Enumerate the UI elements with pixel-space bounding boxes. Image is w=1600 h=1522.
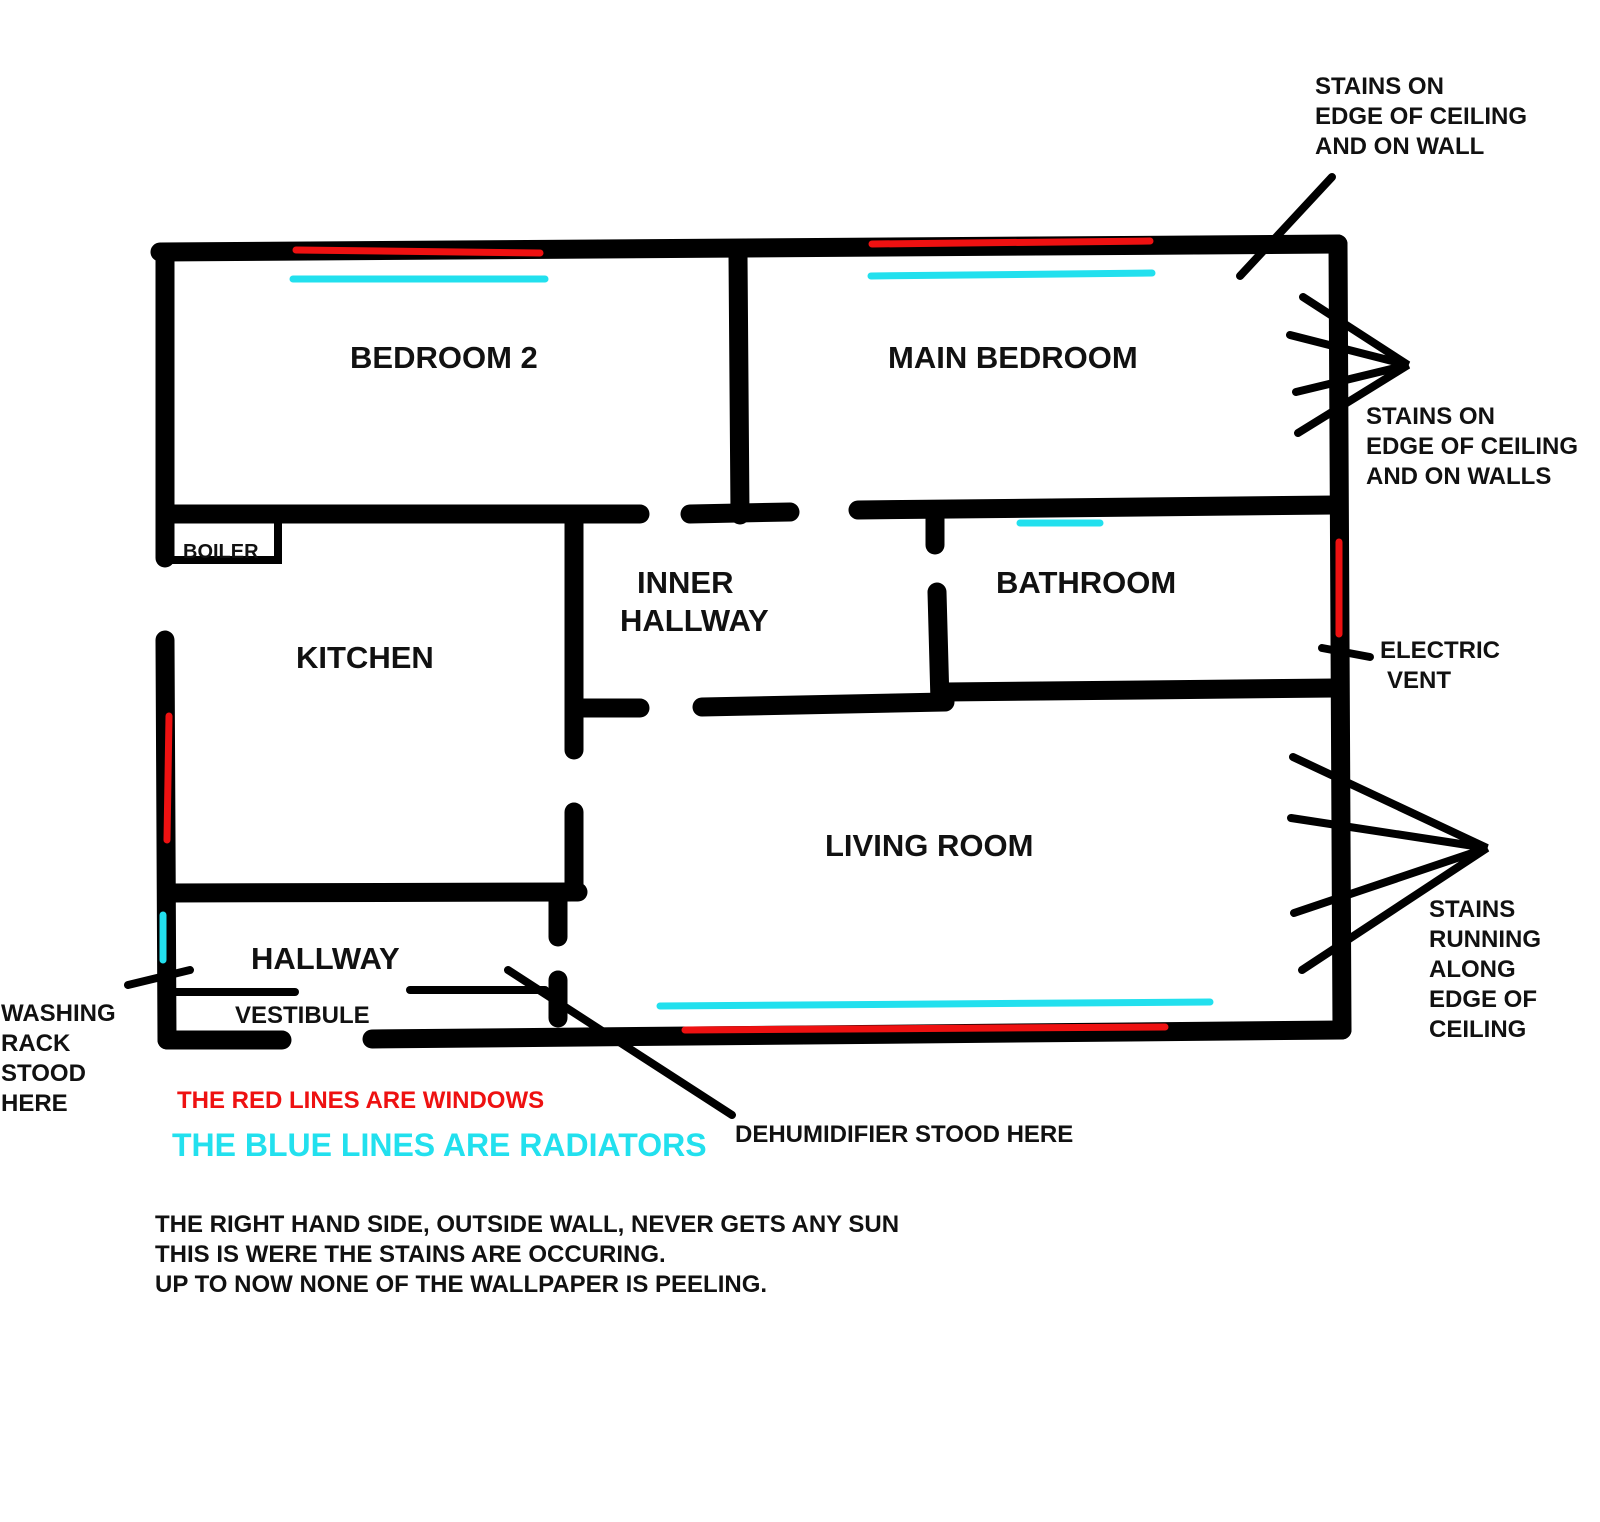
- footer-line: UP TO NOW NONE OF THE WALLPAPER IS PEELI…: [155, 1271, 767, 1298]
- annotation-top-right: STAINS ON EDGE OF CEILING AND ON WALL: [1315, 73, 1527, 160]
- annotation-electric-vent: ELECTRIC VENT: [1380, 637, 1500, 694]
- room-label-living-room: LIVING ROOM: [825, 828, 1033, 863]
- annotation-line: HERE: [1, 1090, 68, 1117]
- annotation-dehumidifier: DEHUMIDIFIER STOOD HERE: [735, 1121, 1073, 1148]
- annotation-line: STAINS ON: [1315, 73, 1444, 100]
- footer-line: THIS IS WERE THE STAINS ARE OCCURING.: [155, 1241, 666, 1268]
- annotation-line: RUNNING: [1429, 926, 1541, 953]
- room-label-kitchen: KITCHEN: [296, 640, 434, 675]
- annotation-living-stains: STAINS RUNNING ALONG EDGE OF CEILING: [1429, 896, 1541, 1043]
- annotation-line: EDGE OF: [1429, 986, 1537, 1013]
- room-label-inner-hallway-2: HALLWAY: [620, 603, 769, 638]
- room-label-vestibule: VESTIBULE: [235, 1002, 370, 1029]
- legend-radiators: THE BLUE LINES ARE RADIATORS: [172, 1127, 707, 1163]
- annotation-washing-rack: WASHING RACK STOOD HERE: [1, 1000, 116, 1117]
- annotation-line: WASHING: [1, 1000, 116, 1027]
- annotation-line: RACK: [1, 1030, 71, 1057]
- annotation-line: STOOD: [1, 1060, 86, 1087]
- annotation-line: CEILING: [1429, 1016, 1526, 1043]
- annotation-right-bedroom: STAINS ON EDGE OF CEILING AND ON WALLS: [1366, 403, 1578, 490]
- annotation-line: AND ON WALL: [1315, 133, 1484, 160]
- annotation-line: ALONG: [1429, 956, 1516, 983]
- annotation-line: EDGE OF CEILING: [1366, 433, 1578, 460]
- annotation-line: AND ON WALLS: [1366, 463, 1551, 490]
- radiators: [159, 269, 1214, 1010]
- footer-line: THE RIGHT HAND SIDE, OUTSIDE WALL, NEVER…: [155, 1211, 899, 1238]
- footer-notes: THE RIGHT HAND SIDE, OUTSIDE WALL, NEVER…: [155, 1211, 899, 1298]
- annotation-line: STAINS: [1429, 896, 1515, 923]
- room-label-hallway: HALLWAY: [251, 941, 400, 976]
- annotation-line: VENT: [1387, 667, 1451, 694]
- room-label-inner-hallway-1: INNER: [637, 565, 733, 600]
- pointer-lines: [124, 173, 1490, 1119]
- legend-windows: THE RED LINES ARE WINDOWS: [177, 1087, 544, 1114]
- walls: [150, 234, 1352, 1050]
- room-label-boiler: BOILER: [183, 541, 259, 563]
- windows: [163, 237, 1343, 1034]
- room-label-main-bedroom: MAIN BEDROOM: [888, 340, 1138, 375]
- room-label-bedroom-2: BEDROOM 2: [350, 340, 538, 375]
- annotation-line: EDGE OF CEILING: [1315, 103, 1527, 130]
- annotation-line: ELECTRIC: [1380, 637, 1500, 664]
- room-label-bathroom: BATHROOM: [996, 565, 1176, 600]
- annotation-line: STAINS ON: [1366, 403, 1495, 430]
